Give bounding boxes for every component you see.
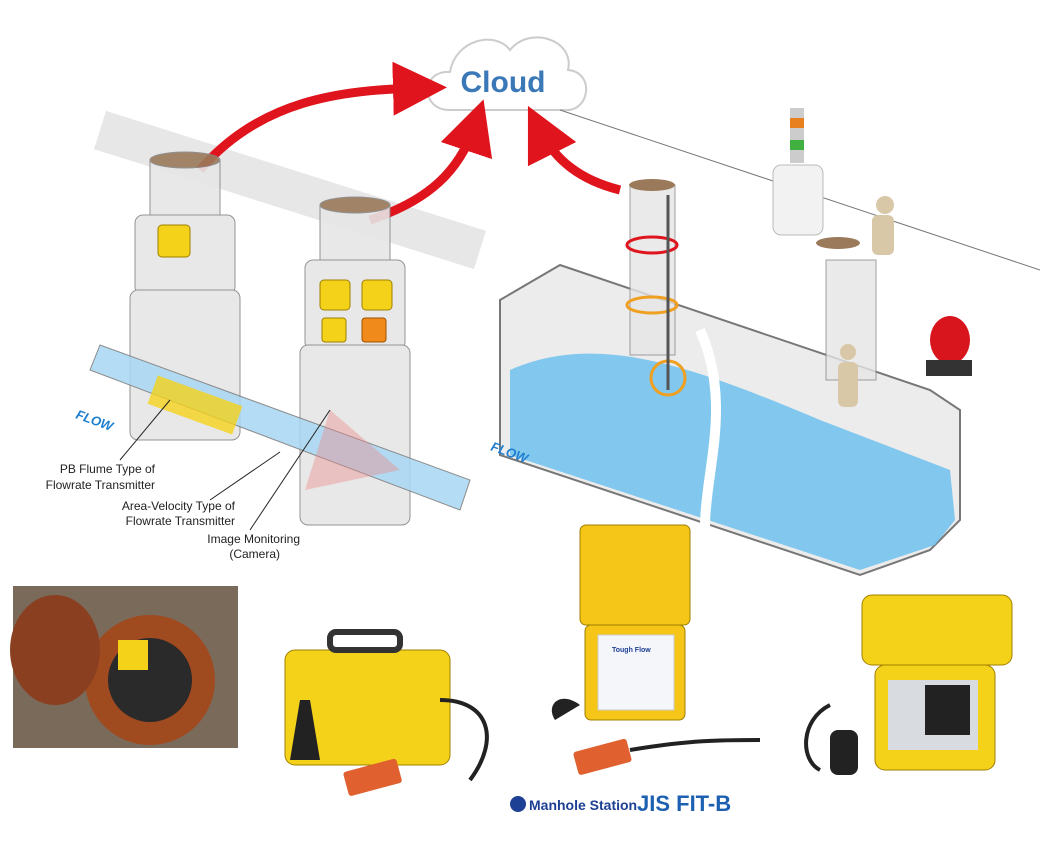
callout-pb-flume: PB Flume Type of Flowrate Transmitter <box>46 399 171 492</box>
manhole-cover <box>629 179 675 191</box>
yellow-case-device-2 <box>804 594 1013 775</box>
sewer-culvert <box>499 109 1040 577</box>
warning-beacon-icon <box>926 316 972 376</box>
callout-area-velocity: Area-Velocity Type of Flowrate Transmitt… <box>122 451 281 528</box>
camera-view <box>305 410 400 490</box>
orange-ring <box>625 295 679 315</box>
manhole-station-logo: Manhole Station <box>510 796 637 813</box>
svg-text:Flowrate Transmitter: Flowrate Transmitter <box>126 514 235 528</box>
pb-flume <box>147 375 243 435</box>
transmitter-box <box>321 317 347 343</box>
yellow-case-device <box>284 629 489 796</box>
svg-text:Flowrate Transmitter: Flowrate Transmitter <box>46 478 155 492</box>
svg-text:Image Monitoring: Image Monitoring <box>207 532 300 546</box>
manhole-cover <box>816 237 860 249</box>
cloud-icon: Cloud <box>426 36 587 112</box>
transmitter-box <box>319 279 351 311</box>
access-manhole <box>825 259 877 381</box>
transmitter-box <box>361 317 387 343</box>
worker-icon <box>838 196 894 407</box>
svg-text:Manhole Station: Manhole Station <box>529 797 637 813</box>
flow-label: FLOW <box>74 407 117 435</box>
svg-text:PB Flume Type of: PB Flume Type of <box>60 462 156 476</box>
callout-camera: Image Monitoring (Camera) <box>207 409 331 561</box>
jis-fit-b-logo: JIS FIT-B <box>637 791 731 816</box>
ground-strip <box>93 110 487 270</box>
tough-flow-device: Tough Flow <box>551 524 761 775</box>
transmitter-box <box>361 279 393 311</box>
signal-tower-icon <box>772 108 824 236</box>
svg-text:(Camera): (Camera) <box>229 547 280 561</box>
svg-text:Area-Velocity Type of: Area-Velocity Type of <box>122 499 236 513</box>
cloud-label: Cloud <box>461 66 546 99</box>
upload-arrow-3 <box>527 105 622 195</box>
red-ring <box>625 235 679 255</box>
device-label: Tough Flow <box>612 647 651 654</box>
manhole-photo <box>10 586 238 748</box>
upload-arrow-1 <box>196 61 447 173</box>
transmitter-box <box>157 224 191 258</box>
